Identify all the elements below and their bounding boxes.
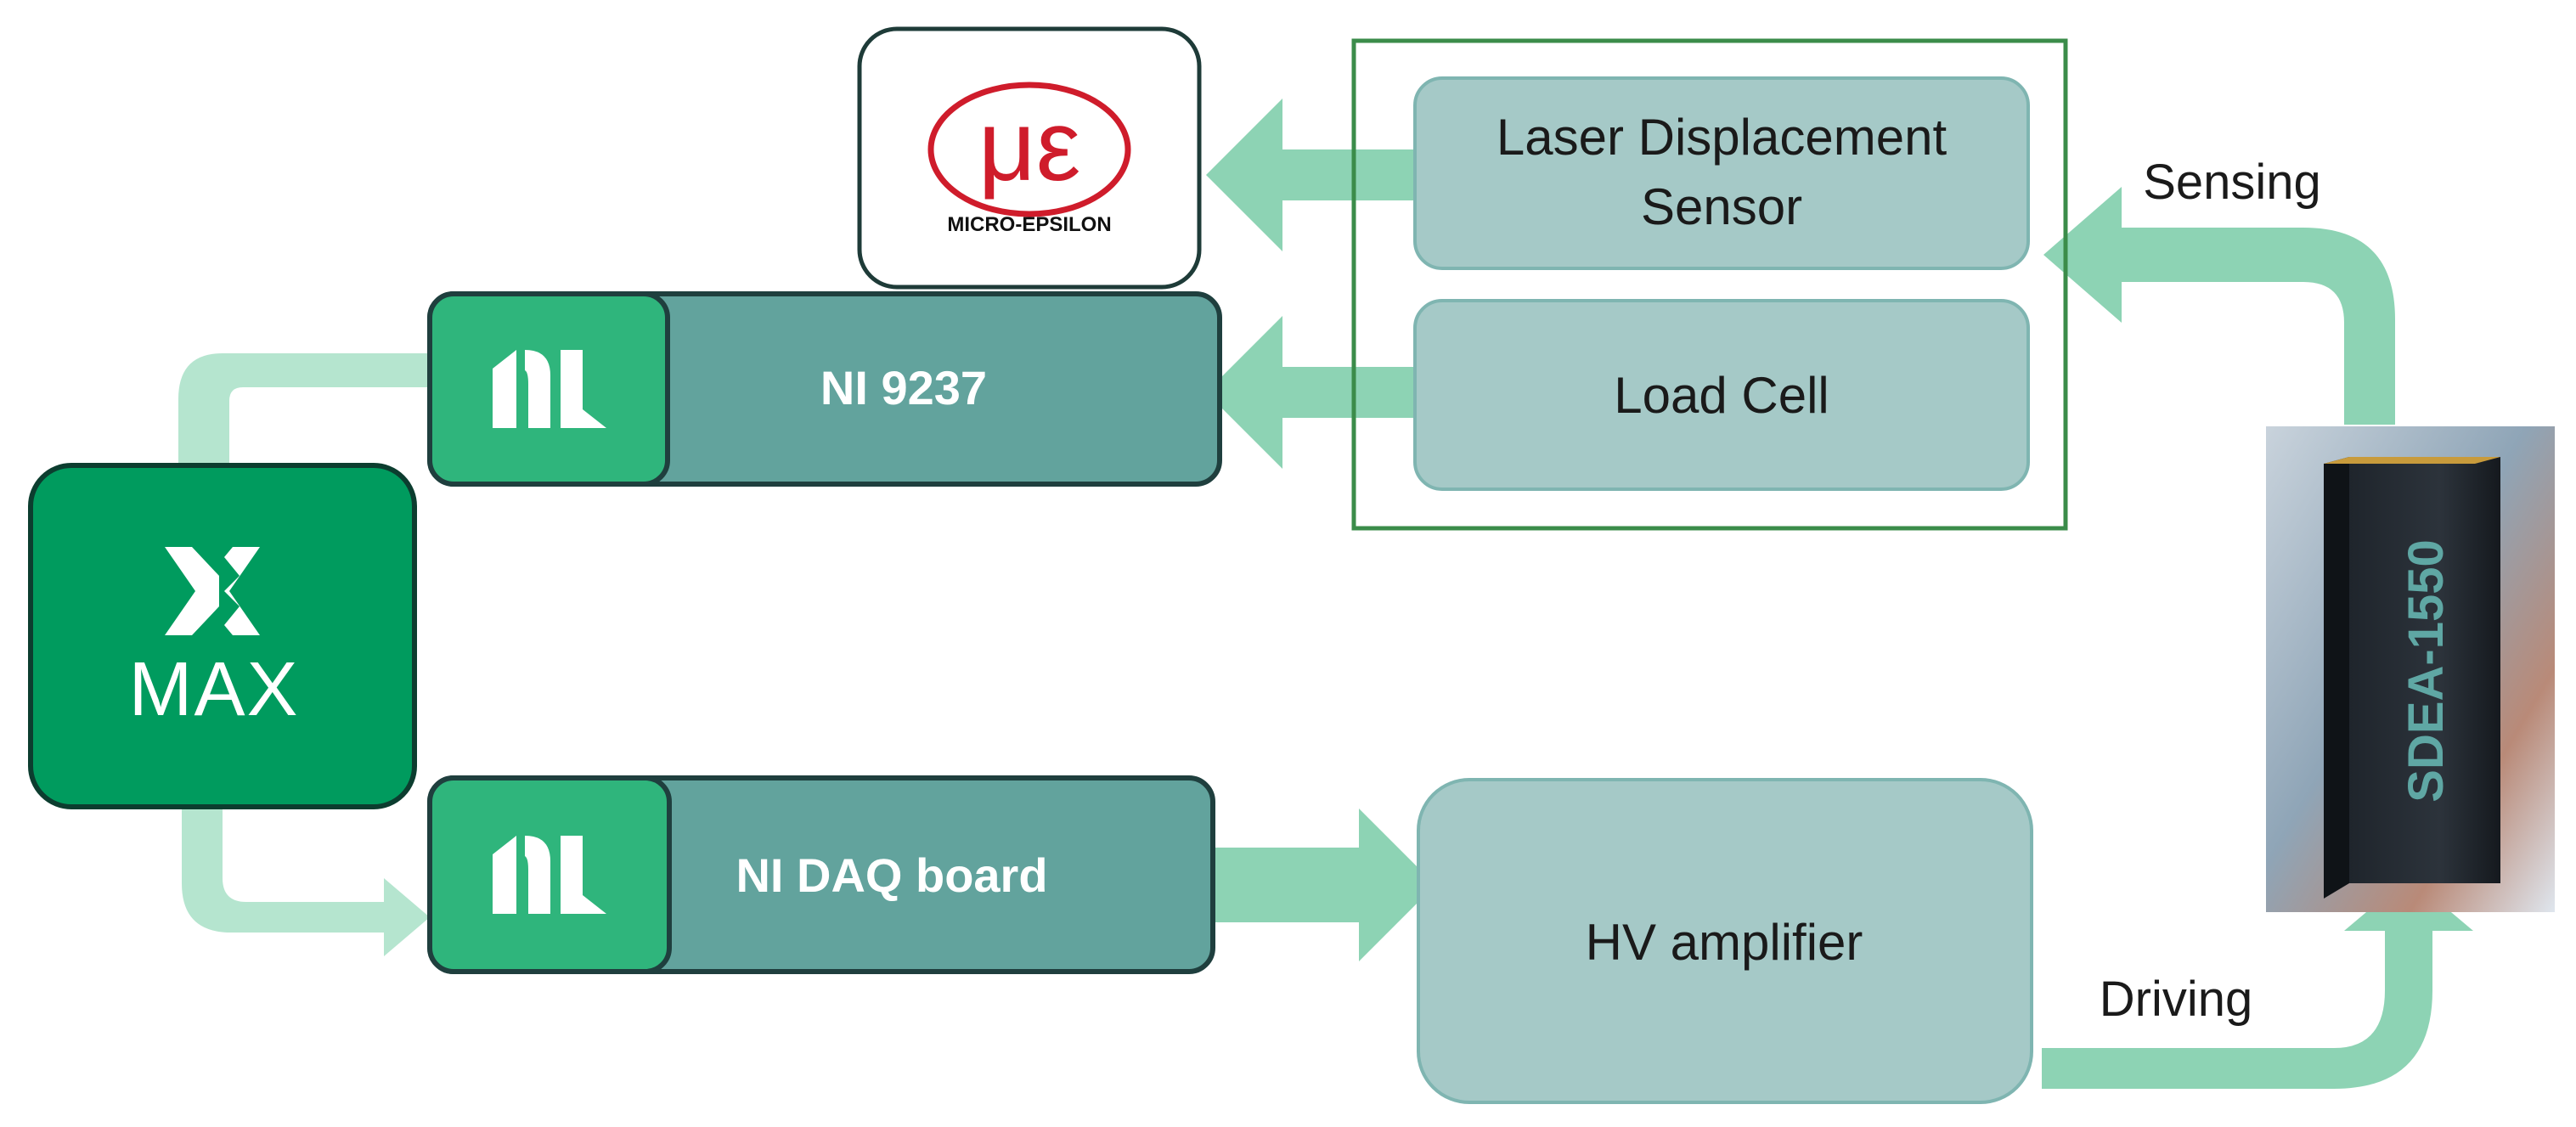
hv-amplifier-label: HV amplifier	[1586, 914, 1863, 971]
actuator-stack-front	[2349, 457, 2500, 883]
sensing-arrow	[2043, 187, 2395, 425]
micro-epsilon-logo-glyphs: με	[978, 90, 1081, 202]
max-to-daq-arrow	[182, 807, 430, 956]
laser-to-controller-arrow	[1206, 99, 1420, 251]
ni-9237-label: NI 9237	[820, 361, 987, 414]
ni-logo-icon	[493, 350, 606, 428]
actuator-photo: SDEA-1550	[2266, 426, 2555, 912]
ni-daq-label: NI DAQ board	[736, 848, 1047, 902]
ni-logo-n-shape	[493, 836, 550, 914]
ni-logo-i-shape	[561, 350, 606, 428]
max-box	[28, 463, 417, 809]
micro-epsilon-wordmark: MICRO-EPSILON	[947, 213, 1111, 236]
laser-displacement-sensor-box	[1413, 76, 2030, 270]
driving-label: Driving	[2100, 972, 2253, 1027]
micro-epsilon-logo-icon: με	[927, 82, 1131, 217]
actuator-label: SDEA-1550	[2398, 539, 2454, 802]
load-cell-box	[1413, 299, 2030, 491]
driving-arrow	[2042, 876, 2473, 1089]
laser-sensor-label-line2: Sensor	[1641, 178, 1802, 235]
ni-logo-n-shape	[493, 350, 550, 428]
max-cross-icon	[165, 547, 260, 635]
actuator-stack-top	[2324, 457, 2500, 464]
micro-epsilon-box	[857, 26, 1202, 290]
ni-logo-i-shape	[561, 836, 606, 914]
daq-to-amplifier-arrow	[1215, 809, 1435, 961]
actuator-stack-side	[2324, 457, 2349, 899]
sensor-group-border	[1351, 38, 2068, 531]
max-cross-left-chevron	[165, 547, 219, 635]
load-cell-label: Load Cell	[1614, 367, 1829, 424]
hv-amplifier-box	[1417, 778, 2033, 1104]
micro-epsilon-logo-ring	[927, 82, 1131, 217]
sensing-label: Sensing	[2143, 155, 2321, 210]
laser-sensor-label-line1: Laser Displacement	[1497, 109, 1948, 166]
loadcell-to-ni9237-arrow	[1206, 316, 1420, 469]
max-label: MAX	[128, 647, 299, 732]
max-cross-right-chevron	[224, 547, 260, 635]
ni-logo-icon	[493, 836, 606, 914]
